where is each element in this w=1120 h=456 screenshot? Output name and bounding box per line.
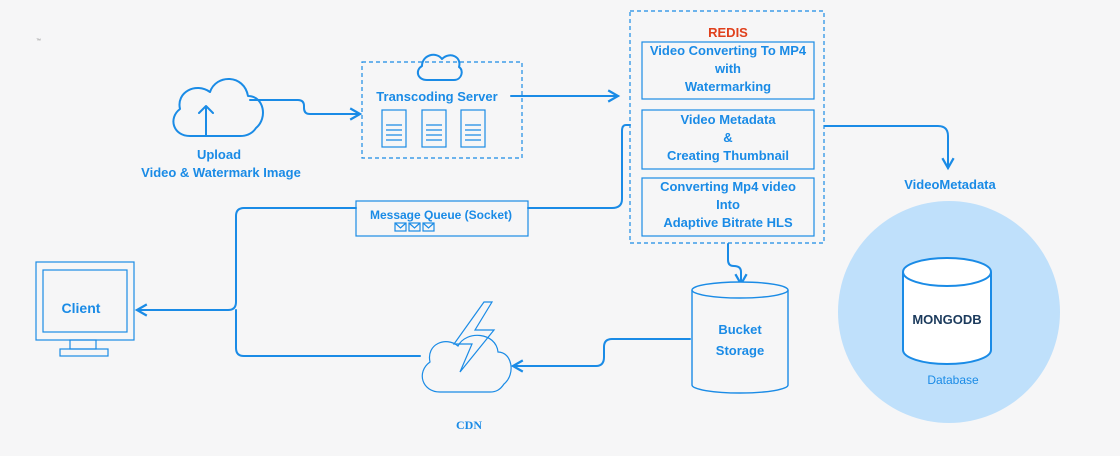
redis-task-line: & bbox=[723, 130, 732, 145]
redis-node: REDIS Video Converting To MP4 with Water… bbox=[629, 10, 825, 244]
edge-upload-to-transcoding bbox=[249, 99, 363, 121]
queue-title: Message Queue (Socket) bbox=[370, 208, 512, 222]
database-cylinder-icon bbox=[902, 257, 992, 365]
edge-bucket-to-cdn bbox=[510, 338, 691, 373]
client-label: Client bbox=[62, 300, 101, 316]
redis-task-line: Creating Thumbnail bbox=[667, 148, 789, 163]
database-node: MONGODB Database bbox=[838, 201, 1060, 423]
edge-queue-to-client bbox=[134, 207, 357, 317]
envelope-icon bbox=[394, 222, 435, 232]
upload-sublabel: Video & Watermark Image bbox=[141, 165, 301, 180]
upload-label: Upload bbox=[197, 147, 241, 162]
redis-task-line: Into bbox=[716, 197, 740, 212]
bucket-sublabel: Storage bbox=[716, 343, 764, 358]
redis-task: Converting Mp4 video Into Adaptive Bitra… bbox=[641, 177, 815, 237]
redis-title: REDIS bbox=[708, 25, 748, 40]
server-icon bbox=[381, 109, 486, 148]
message-queue-node: Message Queue (Socket) bbox=[355, 200, 529, 237]
cloud-icon bbox=[421, 334, 512, 393]
cloud-upload-icon bbox=[172, 78, 264, 137]
redis-task-line: Adaptive Bitrate HLS bbox=[663, 215, 793, 230]
transcoding-server-node: Transcoding Server bbox=[361, 53, 523, 159]
redis-task-line: Video Converting To MP4 bbox=[650, 43, 807, 58]
lightning-icon bbox=[452, 301, 496, 373]
cloud-icon bbox=[416, 53, 463, 81]
redis-task-line: with bbox=[714, 61, 741, 76]
monitor-icon bbox=[35, 261, 135, 357]
database-caption: Database bbox=[927, 373, 979, 387]
upload-node: Upload Video & Watermark Image bbox=[141, 78, 301, 180]
edge-cdn-to-client bbox=[235, 309, 421, 357]
trademark-mark: ™ bbox=[36, 38, 41, 44]
database-name: MONGODB bbox=[912, 312, 981, 327]
redis-task-line: Video Metadata bbox=[680, 112, 776, 127]
bucket-label: Bucket bbox=[718, 322, 762, 337]
redis-task-line: Converting Mp4 video bbox=[660, 179, 796, 194]
transcoding-title: Transcoding Server bbox=[376, 89, 497, 104]
video-metadata-label: VideoMetadata bbox=[904, 177, 996, 192]
edge-redis-to-queue bbox=[527, 124, 631, 209]
bucket-storage-node: Bucket Storage bbox=[691, 281, 789, 394]
edge-redis-to-metadata bbox=[824, 125, 955, 171]
redis-task: Video Converting To MP4 with Watermarkin… bbox=[641, 41, 815, 100]
edge-redis-to-bucket bbox=[727, 243, 748, 287]
cdn-label: CDN bbox=[456, 418, 482, 432]
redis-task-line: Watermarking bbox=[685, 79, 771, 94]
redis-task: Video Metadata & Creating Thumbnail bbox=[641, 109, 815, 170]
client-node: Client bbox=[35, 261, 135, 357]
cdn-node: CDN bbox=[421, 301, 512, 432]
